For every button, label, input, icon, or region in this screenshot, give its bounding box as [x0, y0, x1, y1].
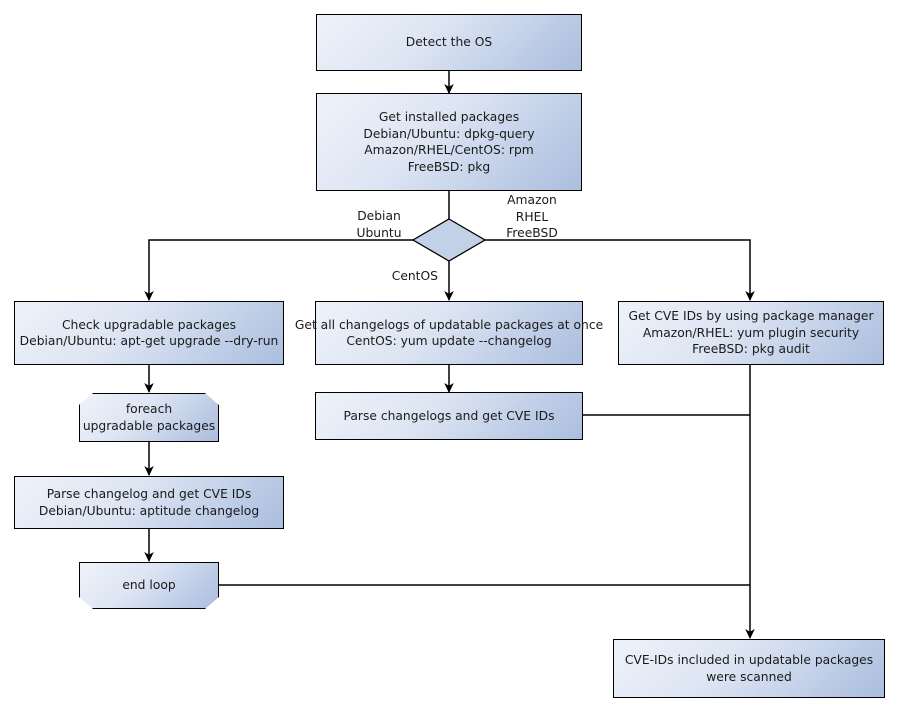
- node-detect-os[interactable]: Detect the OS: [316, 14, 582, 71]
- node-end-loop[interactable]: end loop: [79, 562, 219, 609]
- node-scanned-result-line1: CVE-IDs included in updatable packages: [624, 653, 874, 667]
- node-detect-os-label: Detect the OS: [405, 35, 493, 50]
- node-get-cve-ids-package-manager[interactable]: Get CVE IDs by using package manager Ama…: [618, 301, 884, 365]
- node-get-all-changelogs[interactable]: Get all changelogs of updatable packages…: [295, 301, 603, 365]
- node-get-cve-ids-line2: Amazon/RHEL: yum plugin security: [642, 325, 860, 340]
- edge-decision-amazon: [485, 239, 755, 301]
- node-get-installed-packages[interactable]: Get installed packages Debian/Ubuntu: dp…: [316, 93, 582, 191]
- edge-label-debian-line1: Debian: [357, 209, 401, 223]
- edge-label-debian-line2: Ubuntu: [356, 225, 402, 240]
- node-foreach-line2: upgradable packages: [82, 418, 216, 433]
- node-parse-changelog-line1: Parse changelog and get CVE IDs: [46, 487, 252, 501]
- edge-decision-debian: [144, 239, 413, 301]
- node-scanned-result-line2: were scanned: [706, 669, 792, 684]
- edge-label-amazon-line2: RHEL: [515, 209, 549, 224]
- node-get-all-changelogs-line2: CentOS: yum update --changelog: [346, 334, 552, 348]
- node-get-cve-ids-line3: FreeBSD: pkg audit: [692, 342, 810, 357]
- node-check-upgradable-packages[interactable]: Check upgradable packages Debian/Ubuntu:…: [14, 301, 284, 365]
- node-foreach-upgradable-packages[interactable]: foreach upgradable packages: [79, 393, 219, 442]
- edge-label-centos: CentOS: [376, 268, 438, 285]
- edge-label-centos-line1: CentOS: [391, 269, 438, 283]
- node-get-installed-packages-line4: FreeBSD: pkg: [407, 159, 491, 174]
- node-parse-changelogs-centos-label: Parse changelogs and get CVE IDs: [343, 408, 555, 423]
- node-get-cve-ids-line1: Get CVE IDs by using package manager: [628, 309, 874, 324]
- node-parse-changelogs-centos[interactable]: Parse changelogs and get CVE IDs: [315, 392, 583, 440]
- node-parse-changelog-single[interactable]: Parse changelog and get CVE IDs Debian/U…: [14, 476, 284, 529]
- node-get-installed-packages-line1: Get installed packages: [378, 110, 520, 124]
- node-end-loop-label: end loop: [122, 578, 176, 593]
- decision-diamond-shape: [411, 218, 487, 262]
- node-get-installed-packages-line3: Amazon/RHEL/CentOS: rpm: [364, 143, 534, 157]
- node-parse-changelog-line2: Debian/Ubuntu: aptitude changelog: [38, 503, 260, 518]
- node-check-upgradable-line2: Debian/Ubuntu: apt-get upgrade --dry-run: [19, 334, 279, 348]
- node-foreach-line1: foreach: [125, 402, 173, 416]
- node-get-installed-packages-line2: Debian/Ubuntu: dpkg-query: [363, 126, 535, 141]
- edge-label-amazon-line1: Amazon: [507, 193, 557, 207]
- node-check-upgradable-line1: Check upgradable packages: [61, 317, 237, 332]
- edge-label-amazon-line3: FreeBSD: [506, 226, 558, 240]
- edge-label-amazon-rhel-freebsd: Amazon RHEL FreeBSD: [490, 192, 574, 242]
- node-scanned-result[interactable]: CVE-IDs included in updatable packages w…: [613, 639, 885, 698]
- node-get-all-changelogs-line1: Get all changelogs of updatable packages…: [294, 317, 604, 332]
- edge-label-debian-ubuntu: Debian Ubuntu: [344, 208, 414, 241]
